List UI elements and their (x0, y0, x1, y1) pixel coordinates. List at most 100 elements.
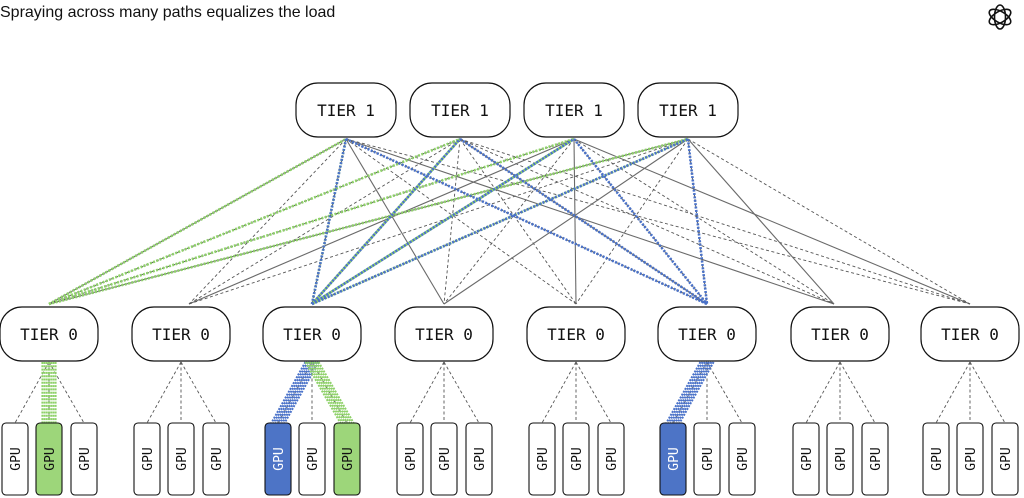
nodes: TIER 1 TIER 1 TIER 1 TIER 1 TIER 0 TIER 0 TIER… (0, 82, 1020, 496)
mesh-link (188, 138, 575, 305)
openai-logo-icon (988, 4, 1012, 30)
gpu-card: GPU (659, 422, 687, 496)
mesh-link (575, 138, 689, 305)
gpu-label: GPU (141, 447, 156, 470)
tier0-node-label: TIER 0 (547, 325, 605, 344)
mesh-link (459, 138, 971, 305)
gpu-spray-bundle (306, 361, 344, 424)
sprayed-path (311, 137, 575, 306)
gpu-card: GPU (991, 422, 1019, 496)
gpu-spray-bundle (315, 361, 353, 424)
tier1-node-label: TIER 1 (659, 101, 717, 120)
gpu-link (935, 361, 971, 424)
gpu-label: GPU (210, 447, 225, 470)
mesh-link (459, 138, 835, 305)
tier1-node: TIER 1 (409, 82, 511, 138)
sprayed-path (48, 137, 689, 306)
gpu-card: GPU (1, 422, 29, 496)
gpu-card: GPU (597, 422, 625, 496)
gpu-label: GPU (78, 447, 93, 470)
tier0-node: TIER 0 (657, 306, 757, 362)
mesh-link (443, 138, 575, 305)
gpu-link (839, 361, 876, 424)
tier0-node-label: TIER 0 (678, 325, 736, 344)
gpu-spray-bundle (277, 361, 313, 424)
gpu-card: GPU (826, 422, 854, 496)
tier1-node: TIER 1 (523, 82, 625, 138)
mesh-link (345, 138, 971, 305)
gpu-card: GPU (167, 422, 195, 496)
tier0-node: TIER 0 (394, 306, 494, 362)
gpu-spray-bundle (274, 361, 311, 424)
gpu-spray-bundle (311, 361, 348, 424)
sprayed-path (686, 138, 709, 305)
tier0-node-label: TIER 0 (941, 325, 999, 344)
gpu-spray-bundle (678, 361, 715, 424)
gpu-card: GPU (264, 422, 292, 496)
gpu-label: GPU (869, 447, 884, 470)
tier1-node-label: TIER 1 (545, 101, 603, 120)
tier1-node: TIER 1 (637, 82, 739, 138)
gpu-link (146, 361, 182, 424)
gpu-card: GPU (562, 422, 590, 496)
mesh-link (443, 138, 461, 305)
gpu-label: GPU (667, 447, 682, 470)
gpu-card: GPU (465, 422, 493, 496)
gpu-card: GPU (861, 422, 889, 496)
gpu-card: GPU (728, 422, 756, 496)
mesh-link (459, 138, 577, 305)
gpu-spray-bundle (317, 361, 355, 424)
gpu-label: GPU (800, 447, 815, 470)
tier1-node: TIER 1 (295, 82, 397, 138)
gpu-card: GPU (35, 422, 63, 496)
connection-lines (14, 138, 1006, 424)
tier0-node: TIER 0 (0, 306, 99, 362)
mesh-link (345, 138, 835, 305)
gpu-card: GPU (430, 422, 458, 496)
gpu-label: GPU (341, 447, 356, 470)
gpu-label: GPU (404, 447, 419, 470)
mesh-link (443, 138, 689, 305)
sprayed-path (459, 137, 708, 306)
gpu-spray-bundle (669, 361, 706, 424)
gpu-card: GPU (333, 422, 361, 496)
gpu-label: GPU (701, 447, 716, 470)
gpu-label: GPU (570, 447, 585, 470)
mesh-link (48, 138, 575, 305)
gpu-card: GPU (133, 422, 161, 496)
gpu-label: GPU (473, 447, 488, 470)
gpu-label: GPU (834, 447, 849, 470)
page-title: Spraying across many paths equalizes the… (0, 4, 336, 21)
gpu-link (443, 361, 480, 424)
gpu-card: GPU (528, 422, 556, 496)
gpu-link (409, 361, 445, 424)
gpu-spray-bundle (674, 361, 711, 424)
gpu-label: GPU (605, 447, 620, 470)
gpu-label: GPU (999, 447, 1014, 470)
gpu-link (969, 361, 1006, 424)
gpu-label: GPU (736, 447, 751, 470)
tier0-node-label: TIER 0 (152, 325, 210, 344)
mesh-link (188, 138, 461, 305)
gpu-label: GPU (306, 447, 321, 470)
gpu-spray-bundle (667, 361, 704, 424)
gpu-spray-bundle (270, 361, 307, 424)
tier0-node-label: TIER 0 (283, 325, 341, 344)
tier0-node: TIER 0 (262, 306, 362, 362)
mesh-link (573, 138, 971, 305)
mesh-link (345, 138, 445, 305)
mesh-link (188, 138, 347, 305)
tier1-node-label: TIER 1 (431, 101, 489, 120)
tier0-node-label: TIER 0 (811, 325, 869, 344)
gpu-spray-bundle (676, 361, 713, 424)
gpu-card: GPU (792, 422, 820, 496)
tier0-node: TIER 0 (131, 306, 231, 362)
mesh-link (687, 138, 835, 305)
gpu-card: GPU (298, 422, 326, 496)
gpu-label: GPU (964, 447, 979, 470)
sprayed-path (572, 138, 709, 305)
tier0-node: TIER 0 (790, 306, 890, 362)
gpu-spray-bundle (308, 361, 346, 424)
gpu-card: GPU (922, 422, 950, 496)
gpu-spray-bundle (313, 361, 351, 424)
